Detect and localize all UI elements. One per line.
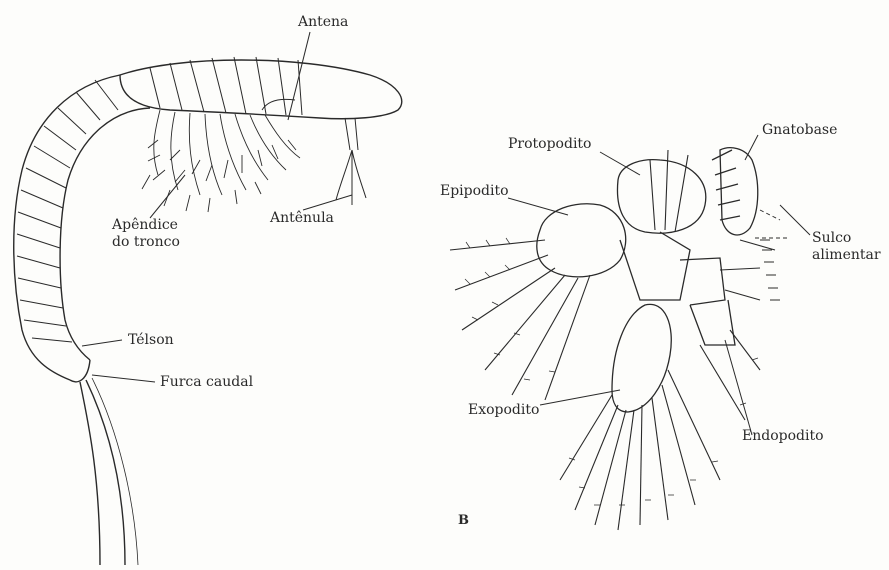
label-apendice-line2: do tronco (112, 234, 180, 251)
label-exopodito: Exopodito (468, 402, 539, 419)
head-carapace (120, 60, 402, 119)
label-furca-caudal: Furca caudal (160, 374, 253, 391)
figure-a-animal (14, 57, 402, 565)
protopodite-shape (617, 160, 705, 233)
epipodite-shape (537, 204, 626, 277)
panel-letter-b: B (458, 512, 469, 529)
label-antena: Antena (298, 14, 348, 31)
label-endopodito: Endopodito (742, 428, 824, 445)
trunk-appendages (142, 110, 300, 212)
trunk-segments (17, 80, 118, 342)
label-apendice-line1: Apêndice (112, 217, 178, 234)
label-sulco-line1: Sulco (812, 230, 851, 247)
exopodite-shape (612, 304, 671, 412)
label-gnatobase: Gnatobase (762, 122, 837, 139)
label-telson: Télson (128, 332, 174, 349)
trunk-outer (14, 75, 120, 380)
furca-left (80, 382, 100, 565)
label-epipodito: Epipodito (440, 183, 509, 200)
label-sulco-line2: alimentar (812, 247, 881, 264)
gnathobase-shape (720, 148, 758, 235)
label-antenula: Antênula (270, 210, 334, 227)
antennule (336, 118, 366, 205)
telson (70, 360, 90, 382)
figure-b-limb (450, 148, 790, 530)
limb-setae (450, 150, 775, 530)
label-protopodito: Protopodito (508, 136, 591, 153)
